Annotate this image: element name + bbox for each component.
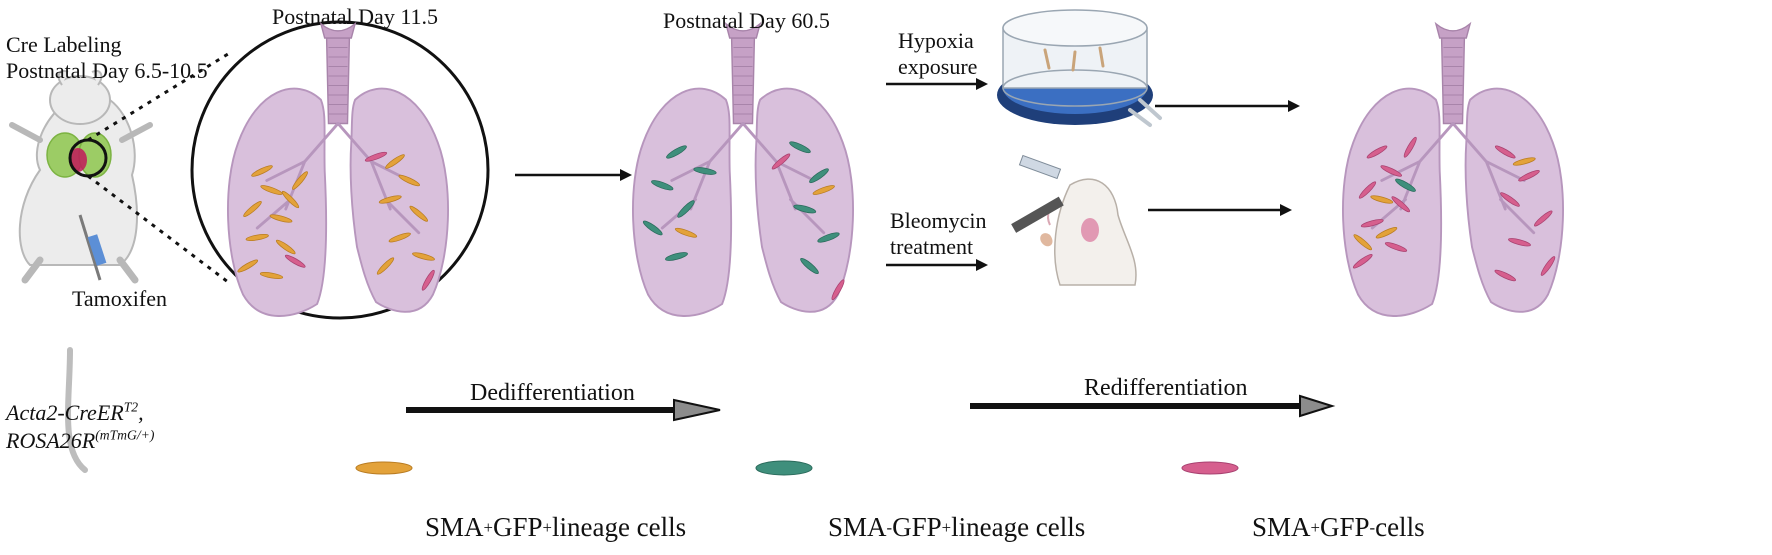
legend-item-sma-pos-gfp-neg: SMA+ GFP- cells [1252,512,1425,542]
legend-swatch-sma-neg-gfp-pos [755,460,813,476]
dedifferentiation-arrow [406,398,721,422]
bleomycin-label-line1: Bleomycin [890,208,987,233]
cre-label-line2: Postnatal Day 6.5-10.5 [6,58,208,83]
zoom-line-top [87,52,229,142]
legend-swatch-sma-pos-gfp-pos [355,461,413,475]
lungs-postnatal-day-11-5 [226,22,450,318]
hypoxia-label-line1: Hypoxia [898,28,974,53]
arrow-to-adult-head [620,169,632,181]
arrow-to-bleomycin-head [976,259,988,271]
tamoxifen-label: Tamoxifen [72,286,167,311]
hypoxia-label-line2: exposure [898,54,978,79]
legend-swatch-sma-pos-gfp-neg [1181,461,1239,475]
cre-label-line1: Cre Labeling [6,32,122,57]
hypoxia-chamber [997,9,1162,127]
dedifferentiation-label: Dedifferentiation [470,380,635,406]
arrow-from-hypoxia-head [1288,100,1300,112]
arrow-to-hypoxia-head [976,78,988,90]
mouse-illustration [9,69,153,473]
stage-label-day-60-5: Postnatal Day 60.5 [663,8,830,33]
lungs-after-treatment [1341,22,1565,318]
legend-item-sma-neg-gfp-pos: SMA- GFP+ lineage cells [828,512,1086,542]
stage-label-day-11-5: Postnatal Day 11.5 [272,4,438,29]
bleomycin-label-line2: treatment [890,234,974,259]
redifferentiation-arrow [970,394,1336,418]
redifferentiation-label: Redifferentiation [1084,375,1248,401]
zoom-magnified-circle [190,20,490,320]
arrow-from-bleomycin-head [1280,204,1292,216]
genotype-line2: ROSA26R(mTmG/+) [6,427,155,453]
genotype-line1: Acta2-CreERT2, [6,399,144,425]
legend-item-sma-pos-gfp-pos: SMA+ GFP+ lineage cells [425,512,687,542]
lungs-postnatal-day-60-5 [631,22,855,318]
bleomycin-mouse-illustration [1011,154,1137,286]
